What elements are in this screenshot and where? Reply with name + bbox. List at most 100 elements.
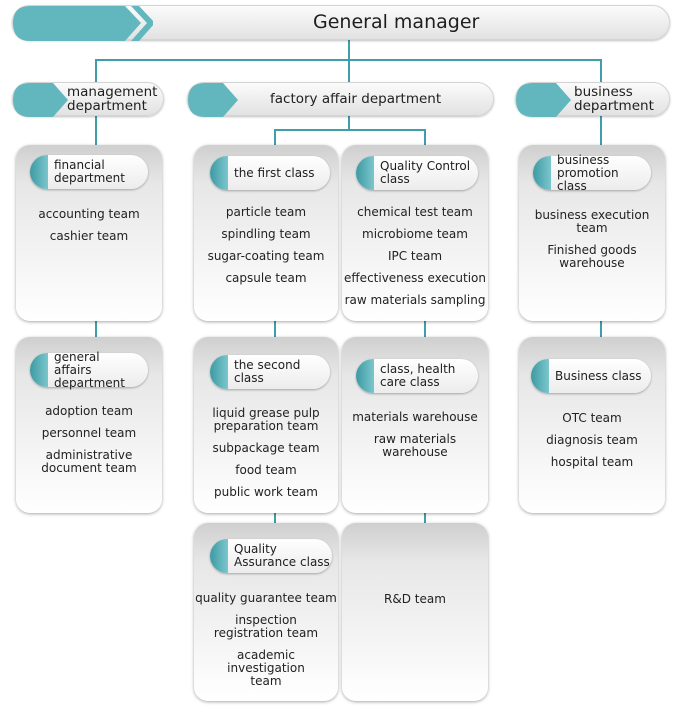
general-manager-bar: General manager xyxy=(12,5,670,41)
team-list: materials warehouse raw materials wareho… xyxy=(342,411,488,468)
business-department-bar: business department xyxy=(515,82,670,117)
team-list: accounting team cashier team xyxy=(16,208,162,252)
card-title: Quality Control class xyxy=(380,159,471,186)
list-item: administrative document team xyxy=(41,448,137,475)
list-item: inspection registration team xyxy=(213,613,319,640)
tab-cap-icon xyxy=(533,156,551,190)
list-item: personnel team xyxy=(41,426,137,440)
tab-cap-icon xyxy=(210,355,228,389)
department-label: factory affair department xyxy=(270,91,442,107)
team-list: chemical test team microbiome team IPC t… xyxy=(342,206,488,316)
list-item: sugar-coating team xyxy=(207,249,325,263)
tab-cap-icon xyxy=(30,353,48,387)
connector xyxy=(274,320,276,338)
connector xyxy=(274,512,276,524)
quality-control-card: Quality Control class chemical test team… xyxy=(342,145,488,321)
card-title: the second class xyxy=(234,358,301,385)
tab-cap-icon xyxy=(356,359,374,393)
list-item: R&D team xyxy=(384,592,446,606)
card-header: financial department xyxy=(30,155,148,189)
connector xyxy=(95,320,97,338)
list-item: adoption team xyxy=(45,404,133,418)
card-title: general affairs department xyxy=(54,349,125,390)
list-item: raw materials sampling xyxy=(344,293,486,307)
chevron-arrow-icon xyxy=(13,6,153,41)
list-item: hospital team xyxy=(550,455,634,469)
department-label: management department xyxy=(67,84,158,114)
connector xyxy=(348,114,350,130)
list-item: public work team xyxy=(214,485,318,499)
list-item: capsule team xyxy=(225,271,307,285)
connector xyxy=(95,114,97,146)
list-item: effectiveness execution xyxy=(344,271,486,285)
first-class-card: the first class particle team spindling … xyxy=(194,145,338,321)
chevron-arrow-icon xyxy=(188,83,238,117)
card-header: Business class xyxy=(531,359,651,393)
management-department-bar: management department xyxy=(12,82,164,117)
health-care-card: class, health care class materials wareh… xyxy=(342,337,488,513)
team-list: R&D team xyxy=(342,593,488,615)
card-title: the first class xyxy=(234,165,315,180)
list-item: microbiome team xyxy=(362,227,468,241)
department-label: business department xyxy=(574,84,654,114)
list-item: IPC team xyxy=(387,249,443,263)
list-item: materials warehouse xyxy=(352,410,478,424)
connector xyxy=(348,59,350,83)
connector xyxy=(424,512,426,524)
rd-card: R&D team xyxy=(342,523,488,701)
card-title: Business class xyxy=(555,368,642,383)
card-title: class, health care class xyxy=(380,362,456,389)
team-list: particle team spindling team sugar-coati… xyxy=(194,206,338,294)
connector xyxy=(95,59,97,83)
business-promotion-card: business promotion class business execut… xyxy=(519,145,665,321)
second-class-card: the second class liquid grease pulp prep… xyxy=(194,337,338,513)
card-header: general affairs department xyxy=(30,349,148,390)
list-item: food team xyxy=(235,463,297,477)
card-header: Quality Control class xyxy=(356,156,478,190)
connector xyxy=(424,129,426,146)
team-list: adoption team personnel team administrat… xyxy=(16,405,162,484)
list-item: cashier team xyxy=(49,229,129,243)
connector xyxy=(600,59,602,83)
connector xyxy=(424,320,426,338)
page-title: General manager xyxy=(313,11,480,33)
card-header: the first class xyxy=(210,156,330,190)
list-item: accounting team xyxy=(38,207,140,221)
list-item: diagnosis team xyxy=(546,433,638,447)
tab-cap-icon xyxy=(356,156,374,190)
card-title: business promotion class xyxy=(557,152,619,193)
list-item: OTC team xyxy=(562,411,622,425)
quality-assurance-card: Quality Assurance class quality guarante… xyxy=(194,523,338,701)
connector xyxy=(600,114,602,146)
card-header: business promotion class xyxy=(533,152,651,193)
card-header: Quality Assurance class xyxy=(210,539,332,573)
team-list: quality guarantee team inspection regist… xyxy=(194,592,338,697)
connector xyxy=(600,320,602,338)
chevron-arrow-icon xyxy=(13,83,68,117)
list-item: quality guarantee team xyxy=(195,591,337,605)
list-item: particle team xyxy=(225,205,307,219)
list-item: liquid grease pulp preparation team xyxy=(212,406,320,433)
list-item: subpackage team xyxy=(212,441,320,455)
card-header: class, health care class xyxy=(356,359,478,393)
connector xyxy=(348,38,350,60)
list-item: Finished goods warehouse xyxy=(547,243,637,270)
chevron-arrow-icon xyxy=(516,83,571,117)
card-header: the second class xyxy=(210,355,330,389)
list-item: raw materials warehouse xyxy=(373,432,457,459)
list-item: academic investigation team xyxy=(227,648,305,688)
tab-cap-icon xyxy=(531,359,549,393)
list-item: business execution team xyxy=(534,208,650,235)
list-item: chemical test team xyxy=(357,205,473,219)
financial-department-card: financial department accounting team cas… xyxy=(16,145,162,321)
team-list: liquid grease pulp preparation team subp… xyxy=(194,407,338,508)
card-title: financial department xyxy=(54,158,125,185)
list-item: spindling team xyxy=(221,227,311,241)
connector xyxy=(274,129,426,131)
factory-department-bar: factory affair department xyxy=(187,82,494,117)
connector xyxy=(274,129,276,146)
team-list: business execution team Finished goods w… xyxy=(519,209,665,279)
tab-cap-icon xyxy=(210,539,228,573)
card-title: Quality Assurance class xyxy=(234,542,330,569)
general-affairs-card: general affairs department adoption team… xyxy=(16,337,162,513)
